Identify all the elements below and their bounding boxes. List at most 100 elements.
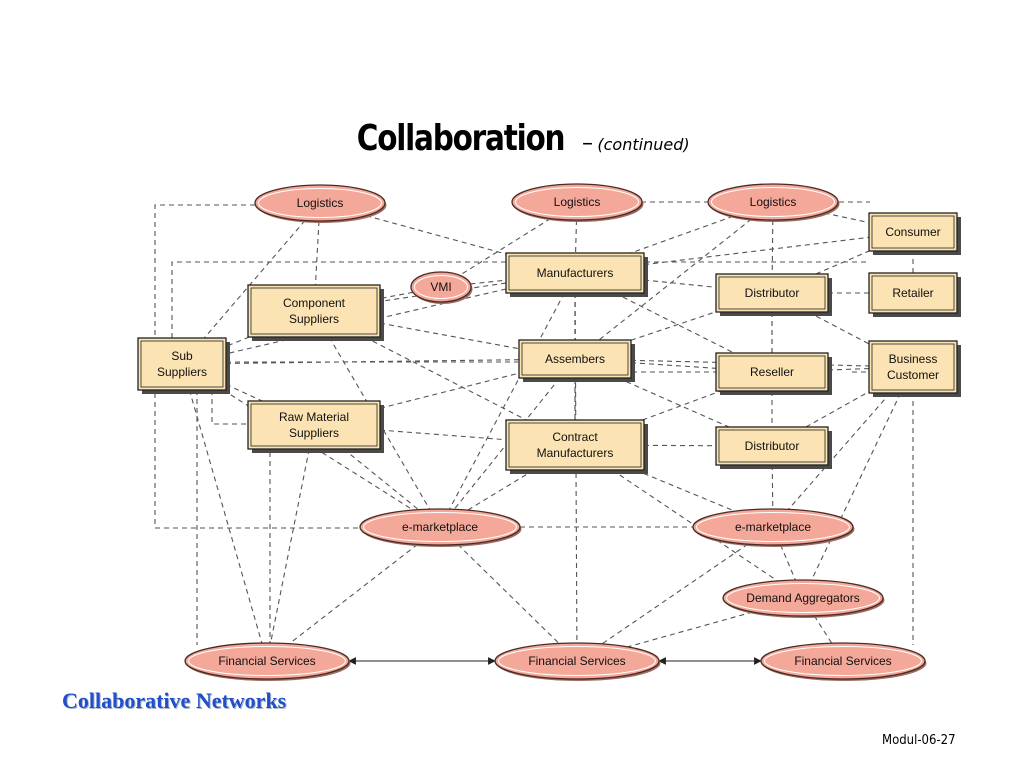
node-ellipse (760, 642, 926, 680)
node-ellipse-inner (188, 646, 346, 676)
node-ellipse (494, 642, 660, 680)
node-ellipse-inner (764, 646, 922, 676)
edge-e-marketplace-left-to-financial-services-center (457, 544, 560, 644)
edge-sub-suppliers-to-financial-services-left (188, 389, 263, 644)
node-box-inner (718, 355, 826, 389)
edge-component-suppliers-to-assembers (379, 322, 520, 350)
edge-manufacturers-to-e-marketplace-left (449, 292, 565, 510)
node-ellipse (511, 183, 643, 221)
edge-e-marketplace-left-to-financial-services-left (289, 543, 419, 645)
node-label: Financial Services (528, 654, 625, 668)
node-reseller: Reseller (715, 352, 832, 395)
edge-logistics-right-to-consumer (824, 212, 870, 224)
node-ellipse (184, 642, 350, 680)
edge-component-suppliers-to-contract-manufacturers (364, 336, 527, 421)
node-ellipse (254, 184, 386, 222)
edge-raw-material-suppliers-to-financial-services-left (270, 448, 310, 644)
edge-logistics-left-to-component-suppliers (314, 220, 320, 286)
node-logistics-center: Logistics (511, 183, 644, 222)
node-label: Suppliers (157, 365, 207, 379)
node-box (868, 272, 958, 314)
slide-number: Modul-06-27 (882, 733, 956, 748)
edge-assembers-to-distributor-top (630, 311, 717, 341)
node-box (868, 212, 958, 252)
node-label: Raw Material (279, 410, 349, 424)
node-distributor-top: Distributor (715, 273, 832, 316)
node-label: Suppliers (289, 426, 339, 440)
edge-demand-aggregators-to-financial-services-center (627, 611, 753, 648)
node-label: Manufacturers (537, 446, 614, 460)
edge-contract-manufacturers-to-e-marketplace-right (635, 469, 736, 512)
edge-raw-material-suppliers-to-e-marketplace-left (343, 448, 419, 511)
node-label: Financial Services (794, 654, 891, 668)
node-box-inner (508, 422, 642, 468)
edge-vmi-to-component-suppliers (379, 291, 414, 300)
node-box (868, 340, 958, 394)
edge-manufacturers-to-consumer (643, 236, 870, 266)
node-box (505, 252, 645, 294)
node-ellipse-inner (258, 188, 382, 218)
edge-raw-material-suppliers-to-assembers (379, 372, 520, 409)
edge-logistics-left-to-sub-suppliers (203, 220, 306, 339)
edge-raw-material-suppliers-to-contract-manufacturers (379, 429, 507, 441)
node-demand-aggregators: Demand Aggregators (722, 579, 885, 618)
node-label: Manufacturers (537, 266, 614, 280)
node-label: Sub (171, 349, 193, 363)
node-ellipse-inner (696, 512, 850, 542)
node-label: Contract (552, 430, 598, 444)
node-label: Customer (887, 368, 939, 382)
node-ellipse (410, 271, 472, 303)
node-box (518, 339, 632, 379)
node-ellipse-inner (711, 187, 835, 217)
edge-logistics-left-to-manufacturers (366, 215, 507, 255)
node-retailer: Retailer (868, 272, 961, 317)
node-e-marketplace-left: e-marketplace (359, 508, 522, 547)
node-box (247, 284, 381, 338)
edge-logistics-right-to-assembers (598, 218, 752, 341)
edge-distributor-top-to-consumer (815, 250, 870, 275)
node-box-inner (871, 343, 955, 391)
node-box-inner (718, 276, 826, 310)
node-label: Distributor (745, 286, 800, 300)
edge-logistics-right-to-distributor-top (771, 219, 774, 275)
node-box-inner (871, 275, 955, 311)
node-box-inner (250, 287, 378, 335)
caption: Collaborative Networks (62, 688, 287, 713)
node-distributor-bottom: Distributor (715, 426, 832, 469)
node-ellipse (722, 579, 884, 617)
node-label: Financial Services (218, 654, 315, 668)
node-ellipse (707, 183, 839, 221)
slide-title: Collaboration – (continued) (0, 118, 1024, 174)
node-financial-services-right: Financial Services (760, 642, 927, 681)
edge-reseller-to-business-customer (827, 368, 870, 371)
node-manufacturers: Manufacturers (505, 252, 648, 297)
edge-business-customer-to-demand-aggregators (811, 392, 902, 581)
edge-distributor-bottom-to-e-marketplace-right (771, 464, 774, 510)
edge-business-customer-to-e-marketplace-right (788, 392, 891, 510)
node-consumer: Consumer (868, 212, 961, 255)
edge-assembers-to-reseller (630, 362, 717, 369)
edge-assembers-to-distributor-bottom (617, 377, 730, 428)
edge-e-marketplace-right-to-financial-services-center (601, 543, 749, 645)
node-label: Logistics (554, 195, 601, 209)
node-label: Assembers (545, 352, 605, 366)
edge-distributor-bottom-to-business-customer (805, 391, 870, 428)
node-ellipse-inner (414, 275, 468, 299)
node-ellipse-inner (726, 583, 880, 613)
node-label: Consumer (885, 225, 940, 239)
node-vmi: VMI (410, 271, 473, 304)
node-box-inner (718, 429, 826, 463)
node-label: Distributor (745, 439, 800, 453)
node-label: Business (889, 352, 938, 366)
edge-manufacturers-to-reseller (614, 292, 735, 354)
title-subtitle: (continued) (597, 135, 690, 154)
node-label: Logistics (750, 195, 797, 209)
node-ellipse (692, 508, 854, 546)
node-ellipse-inner (498, 646, 656, 676)
node-box (505, 419, 645, 471)
edge-logistics-right-to-manufacturers (630, 215, 734, 254)
